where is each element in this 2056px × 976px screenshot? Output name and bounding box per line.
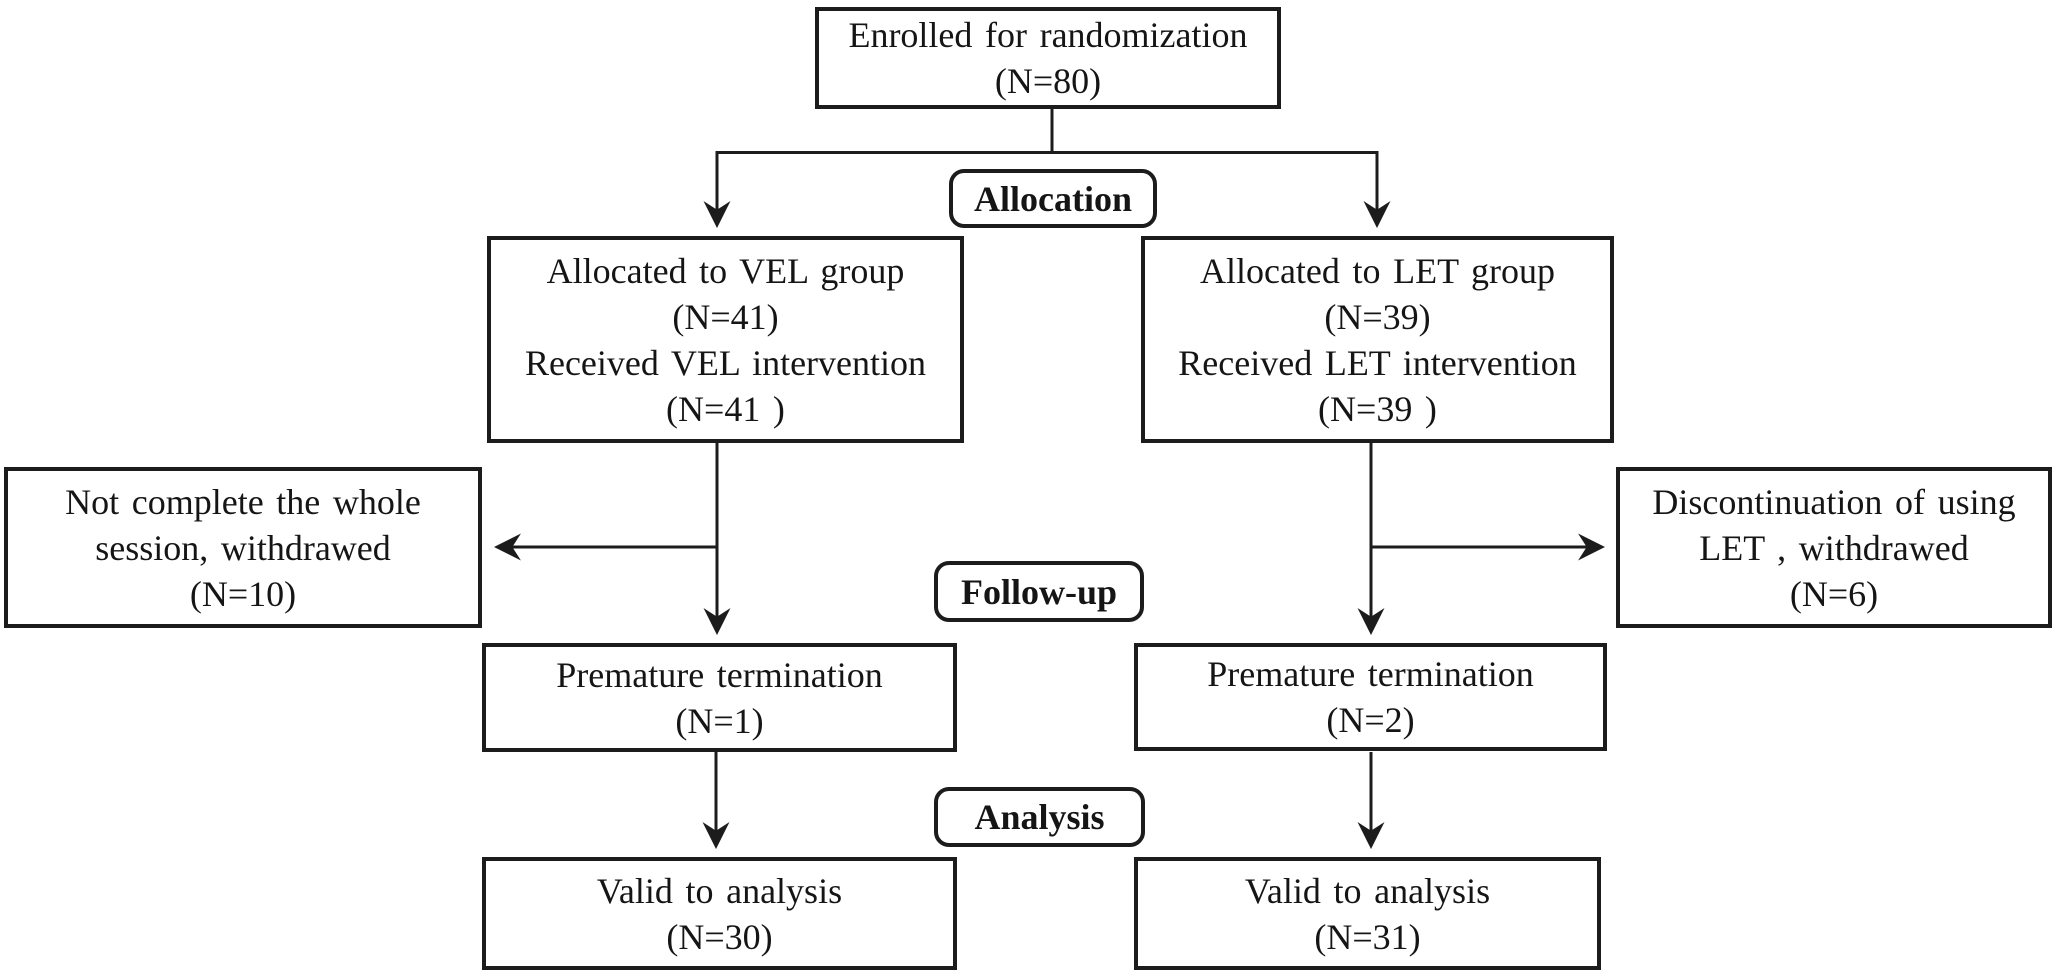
stage-label-text: Analysis <box>974 797 1105 837</box>
text-line: Valid to analysis <box>1244 870 1491 911</box>
stage-label-follow-up: Follow-up <box>934 561 1144 622</box>
text-line: (N=10) <box>189 573 297 614</box>
text-line: Received VEL intervention <box>524 342 927 383</box>
text-line: (N=41) <box>672 296 779 337</box>
text-line: Premature termination <box>1207 654 1534 694</box>
text-line: Not complete the whole <box>65 481 421 522</box>
text-line: Enrolled for randomization <box>848 15 1248 55</box>
node-valid-let: Valid to analysis (N=31) <box>1134 857 1601 970</box>
stage-label-text: Follow-up <box>960 571 1118 612</box>
text-line: (N=39) <box>1324 296 1431 337</box>
node-valid-vel: Valid to analysis (N=30) <box>482 857 957 970</box>
text-line: LET , withdrawed <box>1699 527 1969 568</box>
node-withdraw-vel: Not complete the whole session, withdraw… <box>4 467 482 628</box>
node-premature-vel: Premature termination (N=1) <box>482 643 957 752</box>
text-line: Allocated to LET group <box>1199 250 1556 291</box>
text-line: (N=80) <box>994 61 1102 101</box>
text-line: Premature termination <box>556 654 883 695</box>
text-line: Discontinuation of using <box>1652 481 2016 522</box>
node-allocated-vel: Allocated to VEL group (N=41) Received V… <box>487 236 964 443</box>
text-line: (N=31) <box>1314 916 1421 957</box>
text-line: (N=41 ) <box>666 388 785 429</box>
text-line: (N=39 ) <box>1318 388 1437 429</box>
node-premature-let: Premature termination (N=2) <box>1134 643 1607 751</box>
text-line: (N=30) <box>666 916 773 957</box>
text-line: Valid to analysis <box>596 870 843 911</box>
text-line: (N=1) <box>675 700 764 741</box>
node-enrolled: Enrolled for randomization (N=80) <box>815 7 1281 109</box>
text-line: session, withdrawed <box>95 527 391 568</box>
text-line: (N=6) <box>1789 573 1879 614</box>
text-line: Allocated to VEL group <box>546 250 905 291</box>
stage-label-analysis: Analysis <box>934 787 1145 847</box>
node-withdraw-let: Discontinuation of using LET , withdrawe… <box>1616 467 2052 628</box>
stage-label-allocation: Allocation <box>949 169 1157 228</box>
text-line: (N=2) <box>1326 700 1415 740</box>
node-allocated-let: Allocated to LET group (N=39) Received L… <box>1141 236 1614 443</box>
stage-label-text: Allocation <box>974 178 1132 219</box>
text-line: Received LET intervention <box>1178 342 1577 383</box>
